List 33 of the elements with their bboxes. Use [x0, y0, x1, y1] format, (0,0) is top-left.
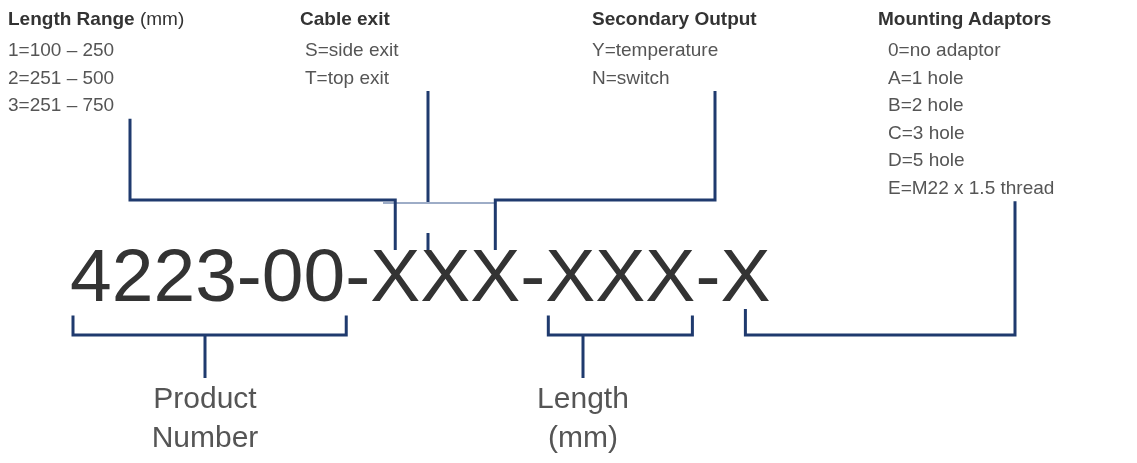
field-caption: Length (mm)	[503, 378, 663, 456]
option-text: Y=temperature	[592, 38, 720, 62]
option-text: D=5 hole	[887, 148, 966, 173]
option-text: T=top exit	[304, 65, 390, 90]
code-character: -	[520, 238, 546, 313]
code-character: -	[695, 238, 721, 313]
leader-line	[128, 118, 397, 250]
field-caption: Product Number	[125, 378, 285, 456]
option-text: N=switch	[592, 65, 671, 90]
leader-line	[546, 314, 694, 380]
option-text: S=side exit	[304, 38, 399, 62]
section-heading: Secondary Output	[592, 8, 757, 30]
section-heading: Cable exit	[300, 8, 391, 30]
leader-line	[743, 201, 1017, 337]
leader-line	[71, 314, 348, 380]
option-text: A=1 hole	[887, 65, 965, 90]
code-character: XXX	[545, 238, 696, 313]
option-text: C=3 hole	[887, 120, 966, 145]
leader-line	[493, 91, 717, 250]
option-text: 1=100 – 250	[8, 38, 116, 62]
code-character: X	[470, 238, 521, 313]
option-text: 2=251 – 500	[8, 65, 116, 90]
option-text: 0=no adaptor	[887, 38, 1002, 62]
option-text: 3=251 – 750	[8, 93, 116, 118]
code-character: X	[720, 238, 771, 313]
code-character: 4223-00-	[70, 238, 371, 313]
option-text: E=M22 x 1.5 thread	[887, 175, 1055, 200]
section-heading: Mounting Adaptors	[878, 8, 1053, 30]
leader-line	[426, 91, 430, 250]
option-text: B=2 hole	[887, 93, 965, 118]
code-character: X	[420, 238, 471, 313]
section-heading: Length Range (mm)	[8, 8, 185, 30]
code-character: X	[370, 238, 421, 313]
